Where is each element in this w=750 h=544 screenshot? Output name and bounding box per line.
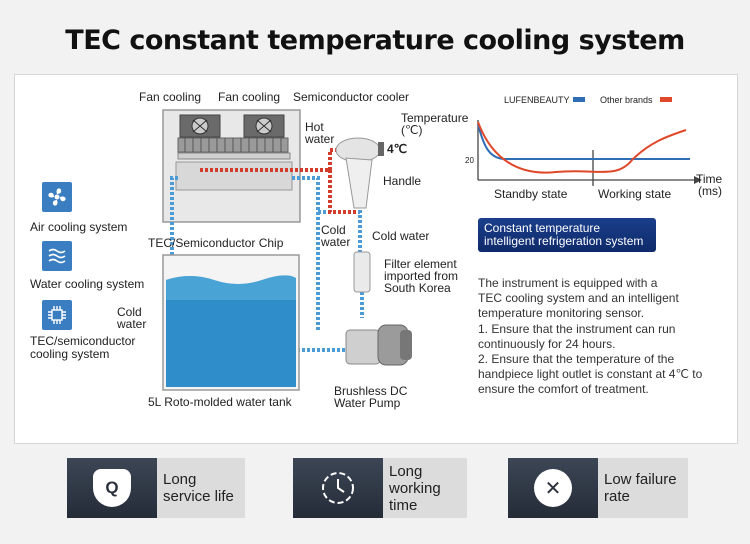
fan-right-icon [243,114,285,138]
label-tank: 5L Roto-molded water tank [148,395,292,409]
desc-line: The instrument is equipped with a [478,276,658,290]
label-filter-3: South Korea [384,281,451,295]
label-cold-water-b: Cold water [372,229,430,243]
desc-line: ensure the comfort of treatment. [478,382,649,397]
label-cold-water-a2: water [321,235,351,249]
label-semiconductor-cooler: Semiconductor cooler [293,90,410,104]
badge-line-2: intelligent refrigeration system [484,234,644,248]
desc-line: temperature monitoring sensor. [478,306,645,321]
feature-1-line-1: Long [163,471,197,488]
feature-2-line-2: working [389,479,441,497]
label-fan-cooling-1: Fan cooling [139,90,202,104]
legend-swatch-2 [660,97,672,102]
chart-tick-20: 20 [465,156,474,165]
chart-ylabel-2: (℃) [401,123,423,137]
label-pump-1: Brushless DC [334,384,408,398]
label-tec-system-1: TEC/semiconductor [30,334,136,348]
label-air-cooling: Air cooling system [30,220,128,234]
label-cold-water-a1: Cold [321,223,346,237]
series-other-brands [477,121,687,174]
semiconductor-plate [177,152,291,160]
feature-low-failure-rate: ✕ Low failure rate [508,458,688,518]
label-tec-chip: TEC/Semiconductor Chip [148,236,284,250]
badge-line-1: Constant temperature [484,221,601,235]
label-hot-water-2: water [305,132,335,146]
water-tank [162,254,300,391]
wave-icon [42,241,72,271]
desc-line: continuously for 24 hours. [478,336,616,351]
label-pump-2: Water Pump [334,396,401,410]
label-filter-1: Filter element [384,257,457,271]
filter-element [353,251,371,293]
water-block [175,161,293,191]
feature-2-line-1: Long [389,462,423,480]
feature-3-line-2: rate [604,488,630,505]
label-temp-4c: 4℃ [387,142,408,156]
feature-3-line-1: Low failure [604,471,677,488]
chart-phase-1: Standby state [494,187,568,201]
label-cold-water-c1: Cold [117,305,142,319]
label-cold-water-c2: water [117,317,147,331]
chart-ylabel-1: Temperature [401,111,469,125]
label-handle: Handle [383,174,422,188]
label-tec-system-2: cooling system [30,347,110,361]
shield-q-icon: Q [67,458,157,518]
handpiece [335,137,384,209]
temperature-chart [477,97,702,186]
legend-label-2: Other brands [600,95,653,105]
fan-icon [42,182,72,212]
label-water-cooling: Water cooling system [30,277,145,291]
timer-icon [293,458,383,518]
chart-phase-2: Working state [598,187,672,201]
desc-line: 1. Ensure that the instrument can run [478,321,676,336]
desc-line: 2. Ensure that the temperature of the [478,352,675,367]
legend-label-1: LUFENBEAUTY [504,95,570,105]
feature-long-working-time: Long working time [293,458,467,518]
water-pump [345,324,412,366]
chip-icon [42,300,72,330]
system-badge: Constant temperature intelligent refrige… [478,218,656,252]
x-circle-icon: ✕ [508,458,598,518]
fan-left-icon [179,114,221,138]
desc-line: TEC cooling system and an intelligent [478,291,679,306]
feature-2-line-3: time [389,496,418,514]
chart-xlabel-2: (ms) [698,184,722,198]
label-fan-cooling-2: Fan cooling [218,90,281,104]
label-hot-water-1: Hot [305,120,324,134]
desc-line: handpiece light outlet is constant at 4℃… [478,367,703,382]
chart-xlabel-1: Time [696,172,723,186]
feature-long-service-life: Q Long service life [67,458,245,518]
feature-1-line-2: service life [163,488,234,505]
diagram-panel [14,74,738,444]
page-title: TEC constant temperature cooling system [65,25,685,56]
legend-swatch-1 [573,97,585,102]
description: The instrument is equipped with a TEC co… [478,276,728,398]
label-filter-2: imported from [384,269,459,283]
